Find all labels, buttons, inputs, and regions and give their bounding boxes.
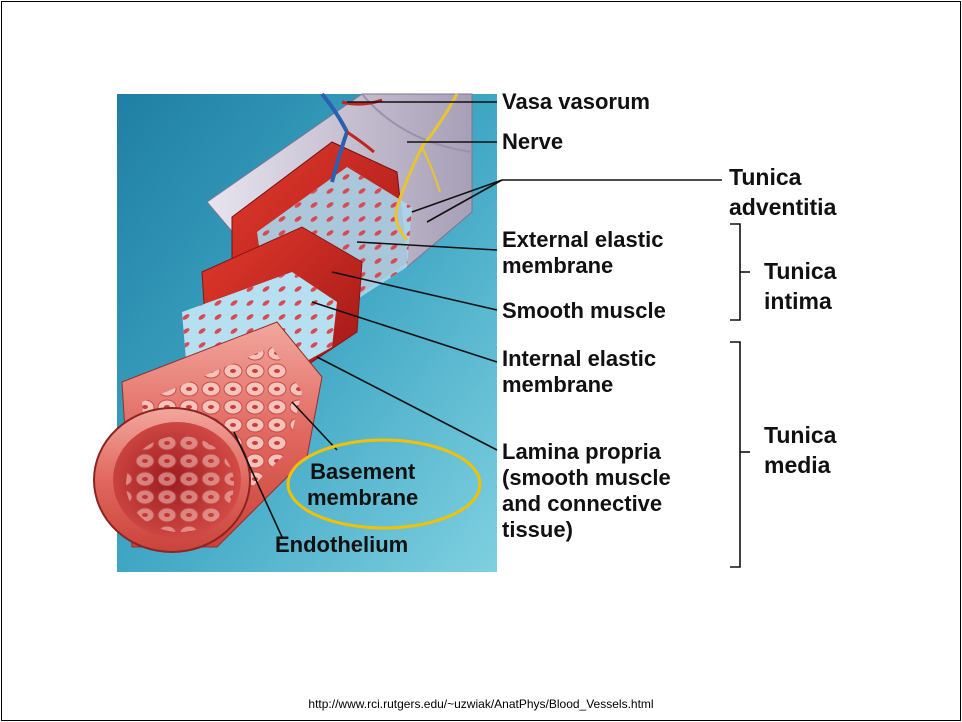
label-external-elastic-membrane: External elastic membrane xyxy=(502,227,663,279)
label-tunica-adventitia: Tunica adventitia xyxy=(729,162,836,222)
label-tunica-media: Tunica media xyxy=(764,420,836,480)
label-basement-membrane: Basement membrane xyxy=(307,459,418,511)
label-endothelium: Endothelium xyxy=(275,532,408,558)
label-nerve: Nerve xyxy=(502,129,563,155)
label-lamina-propria: Lamina propria (smooth muscle and connec… xyxy=(502,439,671,543)
label-smooth-muscle: Smooth muscle xyxy=(502,298,666,324)
label-tunica-intima: Tunica intima xyxy=(764,256,836,316)
brackets xyxy=(730,224,750,567)
source-url: http://www.rci.rutgers.edu/~uzwiak/AnatP… xyxy=(2,697,960,711)
label-internal-elastic-membrane: Internal elastic membrane xyxy=(502,346,656,398)
label-vasa-vasorum: Vasa vasorum xyxy=(502,89,650,115)
